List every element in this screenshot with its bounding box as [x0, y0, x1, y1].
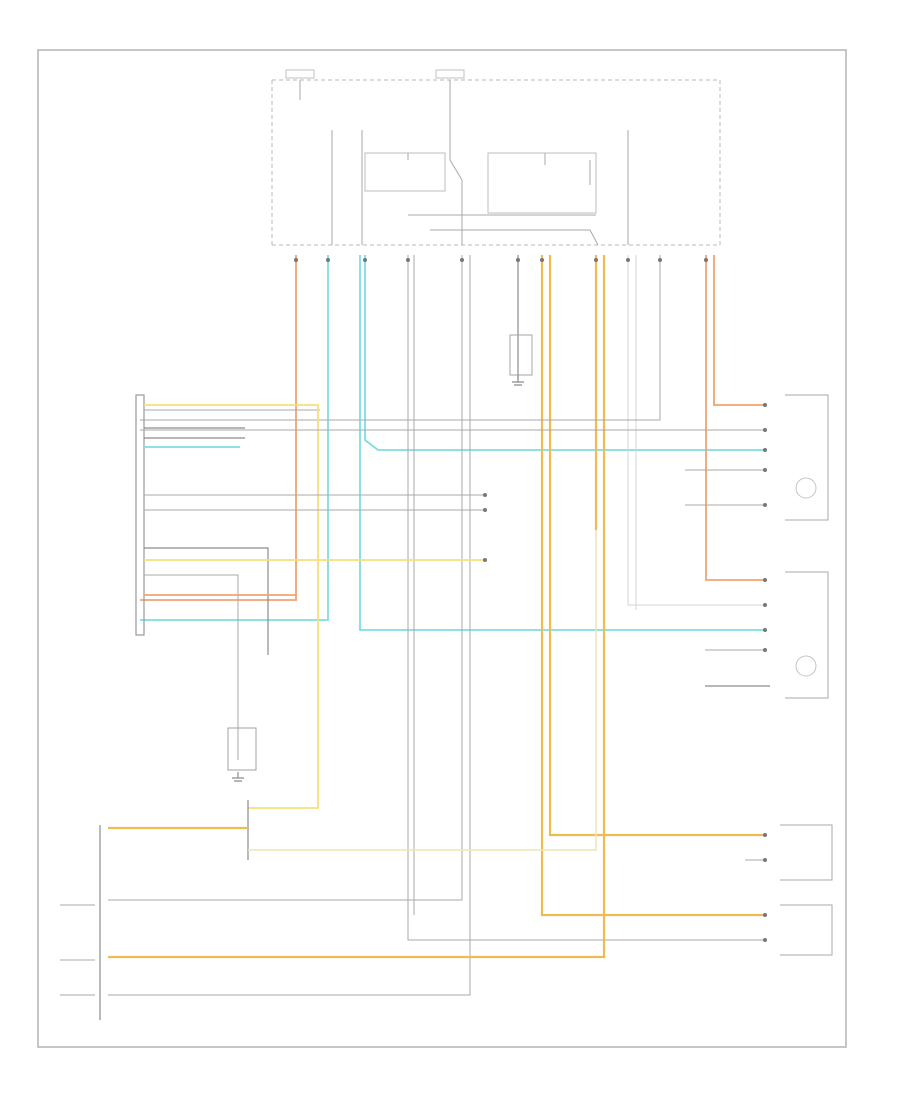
riser-wires: [108, 255, 765, 996]
fuse-icon: [435, 69, 465, 79]
right-upper-component: [140, 394, 829, 521]
left-control-module: [135, 394, 485, 809]
middle-left-components: [227, 493, 597, 860]
fuse-icon: [285, 69, 315, 79]
motor-icon: [795, 655, 817, 677]
ground-connector: [509, 334, 533, 386]
switch-icon: [227, 727, 257, 771]
relay-icon: [487, 152, 597, 214]
left-door-switches: [60, 825, 248, 1020]
connector-icon: [509, 334, 533, 376]
relay-icon: [364, 152, 446, 192]
motor-icon: [795, 477, 817, 499]
diagram-frame: [37, 49, 847, 1048]
right-door-switches: [745, 824, 833, 956]
right-lower-component: [705, 571, 829, 699]
module-housing: [135, 394, 145, 636]
fuse-block: [271, 69, 721, 246]
